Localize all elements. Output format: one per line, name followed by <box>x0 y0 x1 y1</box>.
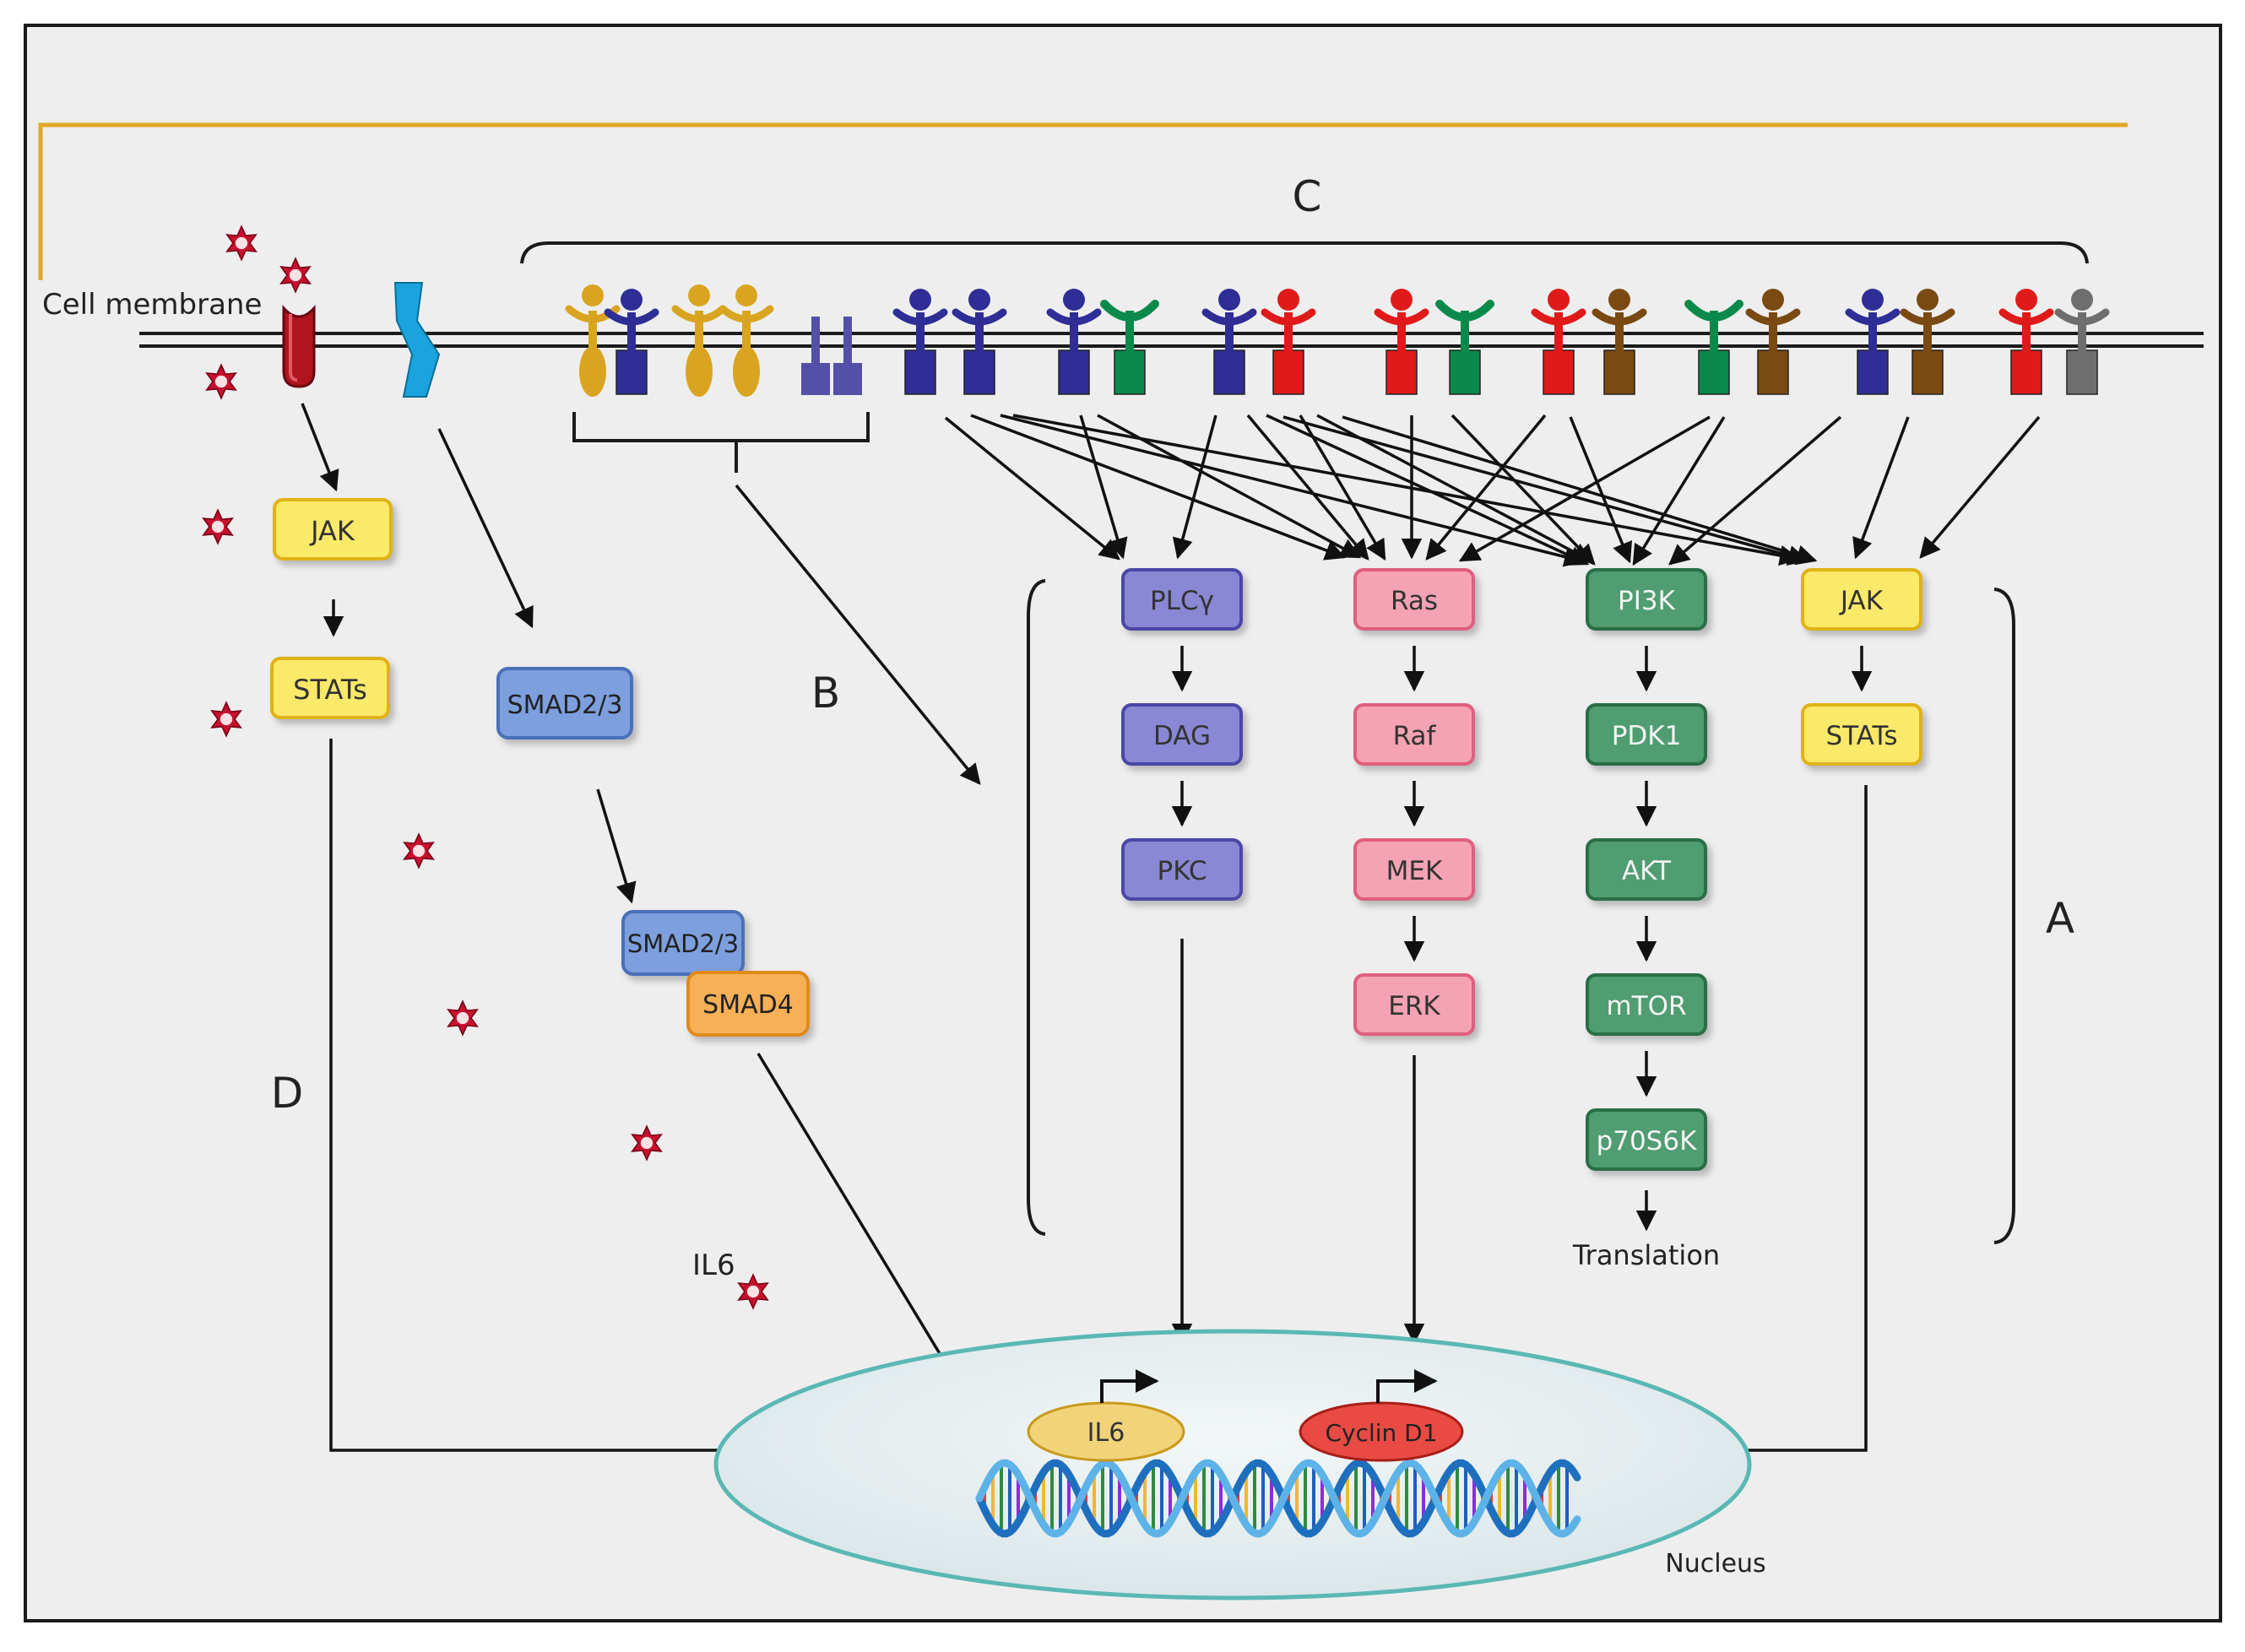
plcg-cascade-label: DAG <box>1153 721 1211 751</box>
cyclin-d1-gene <box>1299 1369 1464 1462</box>
ras-cascade-label: Raf <box>1393 721 1437 751</box>
receptor-subunit <box>1684 300 1743 395</box>
section-d-label: D <box>271 1069 304 1118</box>
receptor-subunit <box>1900 289 1955 395</box>
smad4-box <box>686 971 810 1037</box>
translation-label: Translation <box>1572 1239 1720 1271</box>
pi3k-cascade-box <box>1586 703 1707 766</box>
receptor-subunit <box>1046 289 1102 395</box>
receptor-subunit <box>1998 289 2054 395</box>
extracellular-boundary-line <box>38 122 2128 280</box>
left-stats-box <box>270 657 390 719</box>
jak-cascade-label: JAK <box>1839 586 1884 616</box>
receptor-subunit <box>604 289 659 395</box>
ras-cascade-label: ERK <box>1388 991 1440 1021</box>
receptor-subunit <box>2054 289 2110 395</box>
plcg-cascade-box <box>1121 703 1243 766</box>
smad23-label-a: SMAD2/3 <box>507 691 623 720</box>
jak-cascade-box <box>1801 568 1922 631</box>
smad23-box-a <box>496 667 633 739</box>
jak-cascade-label: STATs <box>1826 721 1898 751</box>
ras-cascade-box <box>1353 703 1475 766</box>
pi3k-cascade-label: AKT <box>1622 856 1672 886</box>
left-jak-box <box>273 498 393 561</box>
pi3k-cascade-label: PI3K <box>1618 586 1676 616</box>
smad4-label: SMAD4 <box>702 990 794 1020</box>
receptor-subunit <box>952 289 1007 395</box>
ras-cascade-box <box>1353 973 1475 1036</box>
plcg-cascade-label: PLCγ <box>1150 586 1214 616</box>
receptor-row <box>565 284 2110 397</box>
section-b-label: B <box>811 669 840 718</box>
receptor-subunit <box>1201 289 1257 395</box>
pi3k-cascade-label: mTOR <box>1606 991 1686 1021</box>
dna-helix <box>975 1459 1581 1538</box>
receptor-subunit <box>1261 289 1316 395</box>
gp130-receptor <box>671 284 727 397</box>
left-jak-label: JAK <box>309 515 355 547</box>
a-bracket-left <box>1027 579 1046 1236</box>
jak-cascade-box <box>1801 703 1922 766</box>
il6-receptor-channel <box>282 305 316 388</box>
smad23-box-b <box>621 910 745 976</box>
cyclin-d1-gene-label: Cyclin D1 <box>1325 1419 1437 1447</box>
left-stats-label: STATs <box>293 674 367 706</box>
receptor-subunit <box>1845 289 1901 395</box>
c-bracket <box>520 241 2089 264</box>
receptor-subunit <box>1592 289 1647 395</box>
gp130-receptor <box>565 284 621 397</box>
receptor-subunit <box>1531 289 1586 395</box>
cell-membrane-label: Cell membrane <box>42 288 262 322</box>
pi3k-cascade-box <box>1586 1108 1707 1171</box>
pi3k-cascade-label: p70S6K <box>1597 1126 1698 1156</box>
plcg-cascade-box <box>1121 838 1243 901</box>
a-bracket-right <box>1993 588 2015 1244</box>
pi3k-cascade-box <box>1586 568 1707 631</box>
nucleus-label: Nucleus <box>1665 1549 1765 1579</box>
ras-cascade-label: Ras <box>1391 586 1438 616</box>
pi3k-cascade-label: PDK1 <box>1612 721 1682 751</box>
receptor-subunit <box>892 289 948 395</box>
receptor-dimer-violet <box>801 317 862 395</box>
receptor-subunit <box>1435 300 1494 395</box>
il6-gene <box>1027 1369 1185 1462</box>
receptor-subunit <box>1374 289 1429 395</box>
pi3k-cascade-box <box>1586 838 1707 901</box>
receptor-subunit <box>1745 289 1801 395</box>
section-a-label: A <box>2046 894 2074 943</box>
ras-cascade-label: MEK <box>1386 856 1443 886</box>
il6-ligand-label: IL6 <box>692 1248 735 1282</box>
plcg-cascade-label: PKC <box>1158 856 1207 886</box>
gp130-receptor <box>719 284 774 397</box>
b-bracket <box>572 412 870 473</box>
nucleus <box>713 1329 1752 1601</box>
pi3k-cascade-box <box>1586 973 1707 1036</box>
smad23-label-b: SMAD2/3 <box>627 929 739 958</box>
receptor-subunit <box>1100 300 1159 395</box>
tgf-receptor <box>393 282 441 398</box>
plcg-cascade-box <box>1121 568 1243 631</box>
il6-gene-label: IL6 <box>1087 1418 1125 1448</box>
ras-cascade-box <box>1353 838 1475 901</box>
ras-cascade-box <box>1353 568 1475 631</box>
section-c-label: C <box>1293 172 1322 221</box>
receptor-to-cascade-arrows <box>944 414 2041 567</box>
